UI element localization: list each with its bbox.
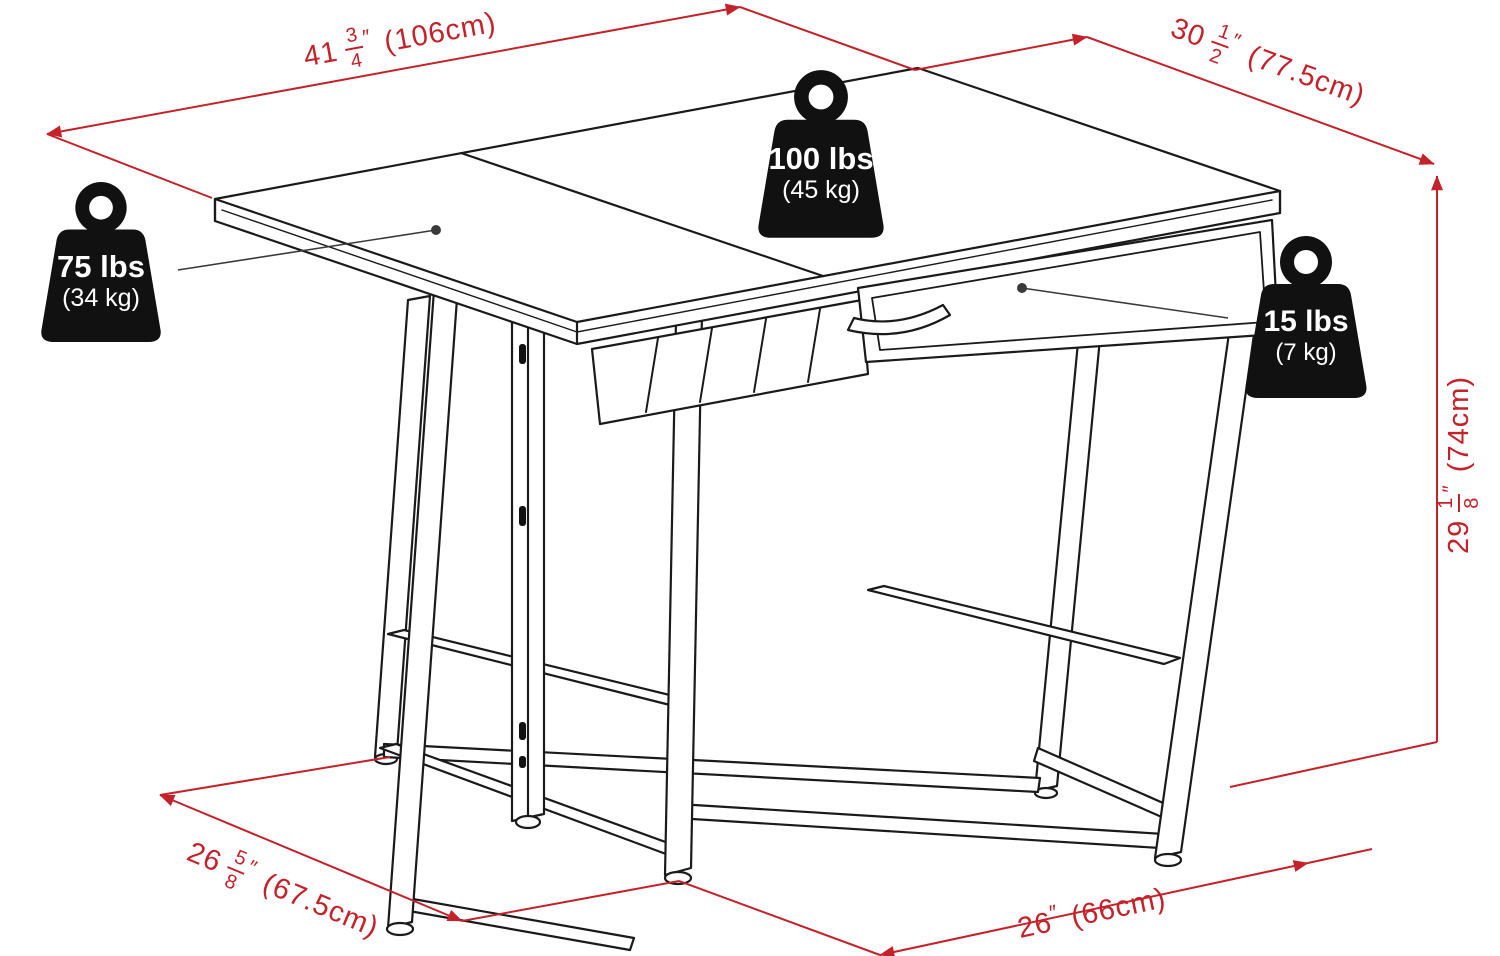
- table-front-rail: [674, 802, 1166, 850]
- table-top: [213, 66, 1282, 346]
- dimension-line-depth: [914, 33, 1435, 165]
- kettlebell-icon: [1245, 236, 1367, 398]
- hinge-knuckle-icon: [519, 506, 526, 526]
- hinge-knuckle-icon: [519, 344, 526, 364]
- weight-value: 100 lbs: [768, 140, 874, 176]
- table-illustration: [213, 66, 1282, 952]
- weight-metric: (7 kg): [1275, 339, 1337, 367]
- table-back-rail: [382, 742, 1042, 794]
- table-right-stretcher: [866, 584, 1182, 666]
- dimension-lines: [46, 3, 1443, 956]
- kettlebell-icon: [758, 70, 884, 238]
- dimension-label-height: 29 1 8 ″ (74cm): [1435, 375, 1483, 555]
- dimension-line-base-depth: [159, 756, 680, 922]
- weight-metric: (45 kg): [782, 176, 860, 205]
- hinge-knuckle-icon: [519, 722, 526, 740]
- dimension-line-length: [46, 3, 916, 199]
- weight-value: 75 lbs: [57, 248, 145, 284]
- table-front-legs: [663, 304, 1260, 886]
- hinge-knuckle-icon: [519, 756, 526, 768]
- dimension-line-base-width: [678, 848, 1373, 956]
- weight-value: 15 lbs: [1263, 304, 1349, 338]
- callout-dot-drawer: [1017, 283, 1027, 293]
- weight-badge-drawer: 15 lbs (7 kg): [1226, 234, 1386, 404]
- callout-dot-leaf: [431, 225, 441, 235]
- table-apron-rack: [590, 298, 870, 426]
- callout-lines: [177, 225, 1229, 319]
- weight-badge-top: 100 lbs (45 kg): [735, 68, 907, 244]
- weight-metric: (34 kg): [62, 284, 140, 313]
- table-hinge-post: [510, 302, 546, 830]
- dimension-line-height: [1229, 175, 1443, 788]
- kettlebell-icon: [41, 182, 161, 343]
- drawer-handle: [846, 303, 952, 336]
- fraction: 1 8: [1435, 493, 1483, 512]
- leaf-seam-line: [459, 151, 825, 278]
- weight-badge-leaf: 75 lbs (34 kg): [22, 178, 180, 350]
